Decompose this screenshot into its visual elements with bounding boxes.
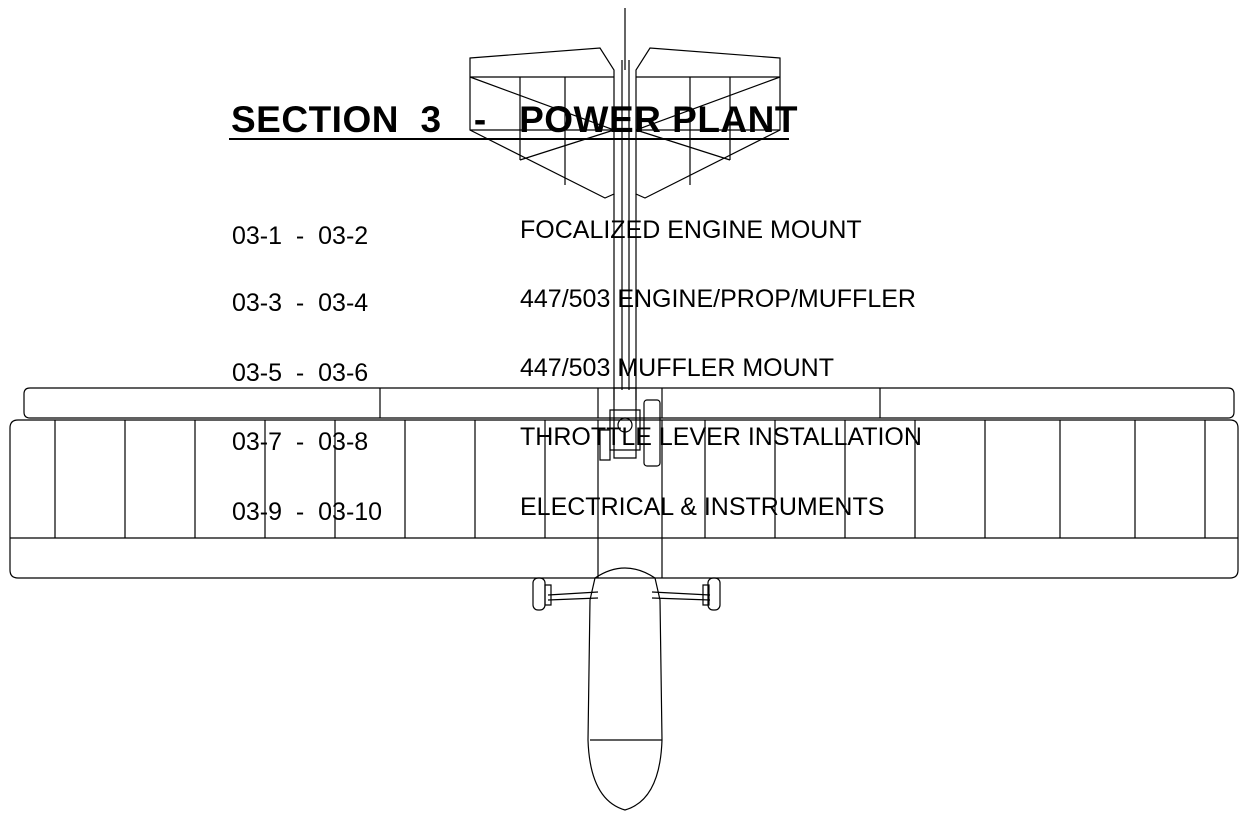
page-range: 03-5 - 03-6	[232, 359, 369, 387]
topic-description: THROTTLE LEVER INSTALLATION	[520, 423, 922, 451]
page-range: 03-9 - 03-10	[232, 498, 383, 526]
page-range: 03-7 - 03-8	[232, 428, 369, 456]
page-range: 03-3 - 03-4	[232, 289, 369, 317]
topic-description: FOCALIZED ENGINE MOUNT	[520, 216, 862, 244]
topic-description: 447/503 ENGINE/PROP/MUFFLER	[520, 285, 916, 313]
title-underline	[229, 138, 789, 140]
topic-description: 447/503 MUFFLER MOUNT	[520, 354, 834, 382]
page-range: 03-1 - 03-2	[232, 222, 369, 250]
section-title: SECTION 3 - POWER PLANT	[231, 99, 798, 140]
topic-description: ELECTRICAL & INSTRUMENTS	[520, 493, 885, 521]
